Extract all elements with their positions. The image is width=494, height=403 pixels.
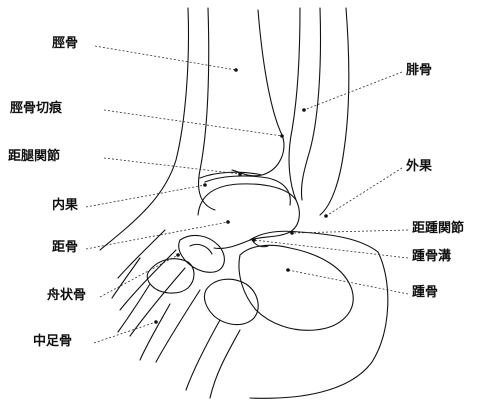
dot-fibula (302, 108, 306, 112)
label-tibia-notch: 脛骨切痕 (10, 101, 63, 116)
label-subtalar-joint: 距踵関節 (412, 221, 465, 236)
leader-navicular (99, 254, 179, 298)
label-medial-malleolus: 内果 (52, 198, 79, 213)
label-navicular: 舟状骨 (47, 288, 87, 303)
label-metatarsal: 中足骨 (33, 334, 73, 349)
dot-metatarsal (154, 320, 158, 324)
metatarsal-shading-3 (139, 303, 171, 361)
fibula-outline-left (288, 7, 301, 201)
leader-calcaneal-sulcus (253, 239, 409, 259)
label-calcaneal-sulcus: 踵骨溝 (412, 249, 452, 264)
dot-tibia-notch (280, 134, 284, 138)
dot-calcaneal-sulcus (252, 238, 256, 242)
metatarsal-shading-2 (117, 283, 151, 333)
dot-lateral-malleolus (324, 214, 328, 218)
metatarsal-5 (185, 319, 221, 391)
tibia-plafond (199, 171, 263, 179)
dot-talus (226, 220, 230, 224)
dot-navicular (176, 253, 180, 257)
tibia-outline (99, 7, 190, 251)
leader-medial-malleolus (85, 184, 206, 208)
leader-metatarsal (93, 321, 157, 344)
navicular-outline (178, 234, 225, 273)
tibia-inner-outline (197, 7, 216, 211)
leader-subtalar-joint (291, 229, 409, 234)
fibula-outline-right (319, 7, 350, 216)
leader-tibia-notch (103, 109, 283, 137)
fibula-inner (300, 7, 322, 201)
leader-talus (85, 221, 229, 250)
label-fibula: 腓骨 (406, 63, 433, 78)
cuboid-outline (203, 278, 259, 326)
talus-outline (197, 183, 300, 249)
leader-calcaneus (287, 269, 409, 295)
leader-ankle-joint (103, 157, 241, 175)
heel-contour (249, 251, 389, 399)
label-tibia: 脛骨 (52, 36, 79, 51)
ankle-joint-surface (204, 175, 291, 206)
leader-fibula (303, 71, 403, 111)
leader-lateral-malleolus (325, 167, 403, 217)
metatarsal-3 (129, 267, 186, 337)
navicular-inner (189, 243, 213, 255)
tibia-shaft-right (231, 9, 285, 177)
dot-tibia (234, 68, 238, 72)
metatarsal-shading-1 (111, 257, 141, 299)
label-lateral-malleolus: 外果 (406, 159, 433, 174)
metatarsal-1 (117, 229, 166, 279)
calcaneus-outline (238, 244, 354, 331)
leader-tibia (94, 45, 237, 71)
dot-calcaneus (286, 268, 290, 272)
metatarsal-6 (209, 329, 241, 399)
dot-subtalar-joint (290, 231, 294, 235)
metatarsal-4 (155, 289, 201, 363)
label-talus: 距骨 (52, 240, 79, 255)
metatarsal-2 (119, 249, 177, 311)
dot-medial-malleolus (203, 183, 207, 187)
cuneiform-outline (146, 258, 195, 294)
subtalar-joint-line (249, 230, 379, 253)
dot-ankle-joint (238, 172, 242, 176)
label-ankle-joint: 距腿関節 (8, 149, 61, 164)
label-calcaneus: 踵骨 (412, 285, 439, 300)
